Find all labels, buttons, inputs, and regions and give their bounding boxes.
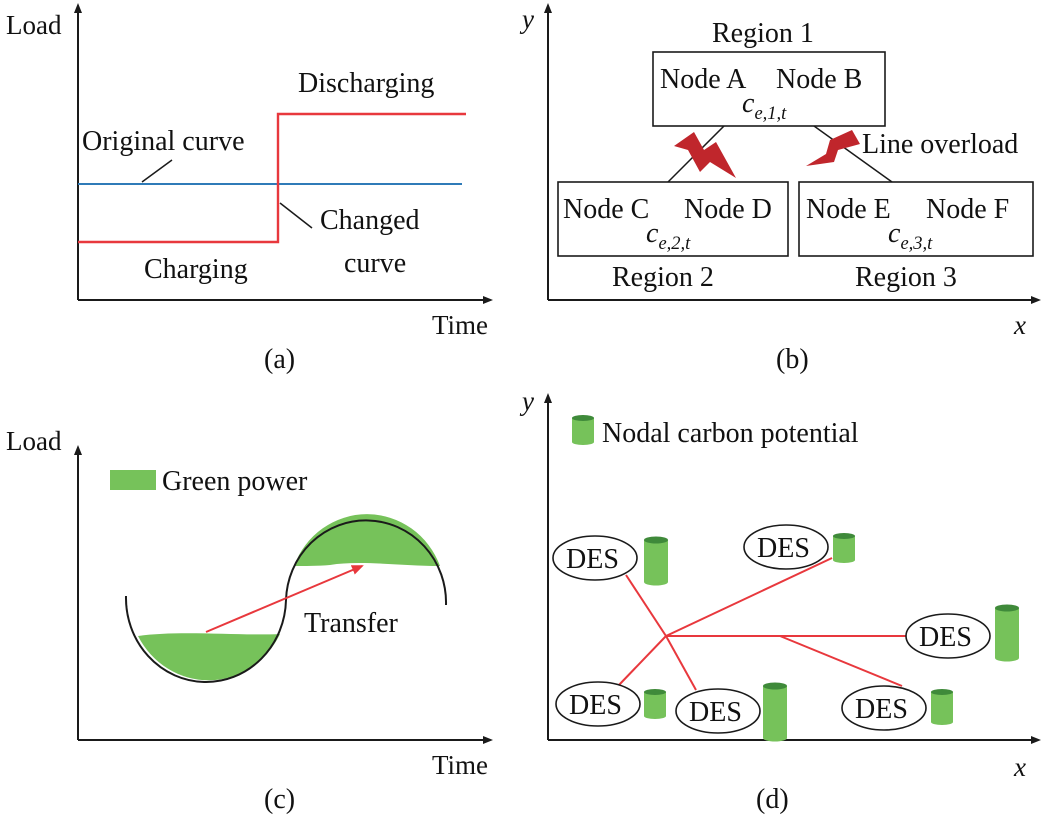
lightning-bolt-icon — [806, 130, 860, 166]
transfer-arrow — [205, 565, 364, 633]
node-d-label: Node D — [684, 194, 772, 225]
green-power-fill-upper — [294, 514, 440, 566]
des-label: DES — [566, 544, 619, 575]
node-f-label: Node F — [926, 194, 1009, 225]
link-region1-region3 — [813, 125, 893, 183]
des-label: DES — [569, 690, 622, 721]
original-curve-pointer — [141, 159, 173, 183]
carbon-potential-cylinder — [644, 689, 666, 719]
green-power-fill-lower — [138, 633, 280, 681]
x-axis-label: x — [1013, 752, 1026, 782]
carbon-intensity-2: ce,2,t — [646, 218, 691, 253]
carbon-intensity-1: ce,1,t — [742, 88, 787, 123]
caption-d: (d) — [756, 784, 789, 815]
y-axis-label: y — [519, 386, 534, 416]
des-label: DES — [919, 622, 972, 653]
y-axis-label: Load — [6, 426, 62, 456]
carbon-intensity-3: ce,3,t — [888, 218, 933, 253]
carbon-potential-legend-label: Nodal carbon potential — [602, 418, 859, 449]
panel-d: y x Nodal carbon potential DES DES — [519, 386, 1041, 815]
changed-curve-label-2: curve — [344, 248, 406, 279]
green-power-swatch — [110, 470, 156, 490]
node-c-label: Node C — [563, 194, 649, 225]
carbon-potential-cylinder — [833, 533, 855, 563]
discharging-label: Discharging — [298, 68, 434, 99]
region3-box — [798, 181, 1034, 257]
panel-c: Load Time Green power Transfer (c) — [6, 426, 493, 815]
carbon-potential-legend-icon — [572, 415, 594, 445]
charging-label: Charging — [144, 254, 248, 285]
region2-label: Region 2 — [612, 262, 714, 293]
network-lines — [617, 557, 908, 691]
carbon-potential-cylinder — [644, 536, 668, 586]
des-node — [555, 681, 641, 727]
carbon-potential-cylinder — [763, 682, 787, 742]
des-node — [905, 613, 991, 659]
des-node — [552, 535, 638, 581]
region3-label: Region 3 — [855, 262, 957, 293]
x-axis-label: Time — [432, 310, 488, 340]
des-label: DES — [855, 694, 908, 725]
node-e-label: Node E — [806, 194, 891, 225]
changed-curve-pointer — [279, 202, 313, 229]
changed-curve-label-1: Changed — [320, 205, 420, 236]
region1-label: Region 1 — [712, 18, 814, 49]
changed-curve-line — [78, 112, 466, 244]
node-b-label: Node B — [776, 64, 862, 95]
panel-b: y x Region 1 Node A Node B ce,1,t Node C… — [519, 3, 1041, 375]
region1-box — [652, 51, 886, 127]
carbon-potential-cylinder — [995, 604, 1019, 662]
caption-c: (c) — [264, 784, 295, 815]
panel-a: Load Time Original curve Discharging Cha… — [6, 3, 493, 375]
des-node — [743, 524, 829, 570]
lightning-bolt-icon — [674, 132, 736, 178]
node-a-label: Node A — [660, 64, 747, 95]
x-axis-label: Time — [432, 750, 488, 780]
y-axis-label: y — [519, 4, 534, 34]
load-sine-curve — [124, 519, 448, 684]
region2-box — [557, 181, 789, 257]
caption-b: (b) — [776, 344, 809, 375]
des-label: DES — [689, 697, 742, 728]
y-axis-label: Load — [6, 10, 62, 40]
caption-a: (a) — [264, 344, 295, 375]
green-power-label: Green power — [162, 466, 308, 497]
transfer-label: Transfer — [304, 608, 399, 639]
des-label: DES — [757, 533, 810, 564]
line-overload-label: Line overload — [862, 129, 1018, 160]
x-axis-label: x — [1013, 310, 1026, 340]
carbon-potential-cylinder — [931, 689, 953, 725]
des-node — [675, 688, 761, 734]
des-node — [841, 685, 927, 731]
original-curve-label: Original curve — [82, 126, 245, 157]
